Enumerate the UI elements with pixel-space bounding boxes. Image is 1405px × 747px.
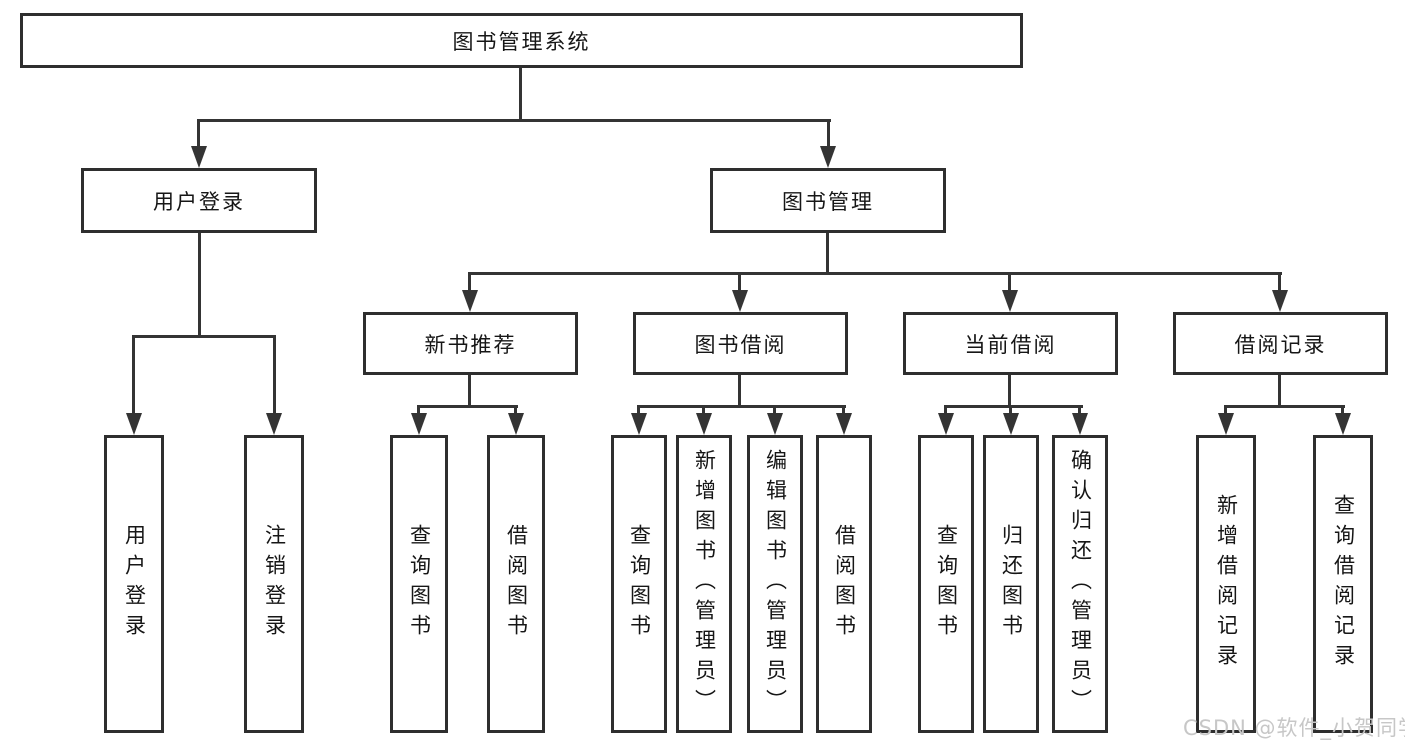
connector-line [514, 405, 517, 415]
arrow-down-icon [1272, 290, 1288, 312]
connector-line [944, 405, 1083, 408]
connector-line [468, 375, 471, 407]
leaf-current-query-books: 查询图书 [918, 435, 974, 733]
leaf-borrowing-edit-books-admin: 编辑图书（管理员） [747, 435, 803, 733]
leaf-user-login-label: 用户登录 [122, 524, 147, 644]
leaf-borrowing-query-books: 查询图书 [611, 435, 667, 733]
leaf-records-add-record-label: 新增借阅记录 [1214, 494, 1239, 674]
leaf-current-return-books: 归还图书 [983, 435, 1039, 733]
leaf-current-confirm-return-admin: 确认归还（管理员） [1052, 435, 1108, 733]
leaf-borrowing-add-books-admin: 新增图书（管理员） [676, 435, 732, 733]
connector-line [468, 272, 1282, 275]
leaf-borrowing-borrow-books: 借阅图书 [816, 435, 872, 733]
arrow-down-icon [767, 413, 783, 435]
arrow-down-icon [1003, 413, 1019, 435]
node-book-borrowing-label: 图书借阅 [694, 332, 787, 357]
connector-line [417, 405, 420, 415]
connector-line [1278, 375, 1281, 407]
node-current-borrowing-label: 当前借阅 [964, 332, 1057, 357]
leaf-logout-label: 注销登录 [262, 524, 287, 644]
connector-line [1224, 405, 1227, 415]
connector-line [132, 335, 135, 415]
leaf-borrowing-add-books-admin-label: 新增图书（管理员） [692, 449, 717, 719]
connector-line [637, 405, 640, 415]
connector-line [468, 272, 471, 292]
connector-line [132, 335, 276, 338]
node-book-management: 图书管理 [710, 168, 946, 233]
node-root-label: 图书管理系统 [452, 29, 591, 54]
arrow-down-icon [732, 290, 748, 312]
arrow-down-icon [820, 146, 836, 168]
connector-line [842, 405, 845, 415]
node-new-book-recommend-label: 新书推荐 [424, 332, 517, 357]
connector-line [1008, 375, 1011, 407]
connector-line [738, 375, 741, 407]
arrow-down-icon [938, 413, 954, 435]
node-user-login-label: 用户登录 [153, 189, 245, 214]
leaf-records-query-record: 查询借阅记录 [1313, 435, 1373, 733]
connector-line [826, 233, 829, 274]
connector-line [273, 335, 276, 415]
leaf-records-add-record: 新增借阅记录 [1196, 435, 1256, 733]
node-new-book-recommend: 新书推荐 [363, 312, 578, 375]
connector-line [1341, 405, 1344, 415]
connector-line [417, 405, 518, 408]
connector-line [1278, 272, 1281, 292]
leaf-borrowing-edit-books-admin-label: 编辑图书（管理员） [763, 449, 788, 719]
node-borrowing-records: 借阅记录 [1173, 312, 1388, 375]
arrow-down-icon [1002, 290, 1018, 312]
connector-line [827, 119, 830, 148]
arrow-down-icon [462, 290, 478, 312]
leaf-borrowing-query-books-label: 查询图书 [627, 524, 652, 644]
leaf-current-return-books-label: 归还图书 [999, 524, 1024, 644]
leaf-current-query-books-label: 查询图书 [934, 524, 959, 644]
node-borrowing-records-label: 借阅记录 [1234, 332, 1327, 357]
node-user-login: 用户登录 [81, 168, 317, 233]
leaf-logout: 注销登录 [244, 435, 304, 733]
arrow-down-icon [508, 413, 524, 435]
connector-line [197, 119, 200, 148]
connector-line [773, 405, 776, 415]
node-current-borrowing: 当前借阅 [903, 312, 1118, 375]
leaf-newbook-query-books-label: 查询图书 [407, 524, 432, 644]
leaf-user-login: 用户登录 [104, 435, 164, 733]
arrow-down-icon [266, 413, 282, 435]
csdn-watermark: CSDN @软件_小贺同学 [1183, 716, 1405, 740]
connector-line [944, 405, 947, 415]
arrow-down-icon [191, 146, 207, 168]
arrow-down-icon [1218, 413, 1234, 435]
connector-line [198, 233, 201, 338]
arrow-down-icon [836, 413, 852, 435]
leaf-newbook-query-books: 查询图书 [390, 435, 448, 733]
connector-line [519, 68, 522, 121]
leaf-current-confirm-return-admin-label: 确认归还（管理员） [1068, 449, 1093, 719]
connector-line [1009, 405, 1012, 415]
node-book-borrowing: 图书借阅 [633, 312, 848, 375]
leaf-newbook-borrow-books: 借阅图书 [487, 435, 545, 733]
arrow-down-icon [411, 413, 427, 435]
leaf-records-query-record-label: 查询借阅记录 [1331, 494, 1356, 674]
connector-line [1078, 405, 1081, 415]
node-root: 图书管理系统 [20, 13, 1023, 68]
arrow-down-icon [1072, 413, 1088, 435]
arrow-down-icon [126, 413, 142, 435]
connector-line [637, 405, 846, 408]
connector-line [738, 272, 741, 292]
connector-line [1008, 272, 1011, 292]
node-book-management-label: 图书管理 [782, 189, 874, 214]
connector-line [1224, 405, 1345, 408]
leaf-newbook-borrow-books-label: 借阅图书 [504, 524, 529, 644]
arrow-down-icon [1335, 413, 1351, 435]
connector-line [197, 119, 831, 122]
arrow-down-icon [696, 413, 712, 435]
leaf-borrowing-borrow-books-label: 借阅图书 [832, 524, 857, 644]
arrow-down-icon [631, 413, 647, 435]
connector-line [702, 405, 705, 415]
